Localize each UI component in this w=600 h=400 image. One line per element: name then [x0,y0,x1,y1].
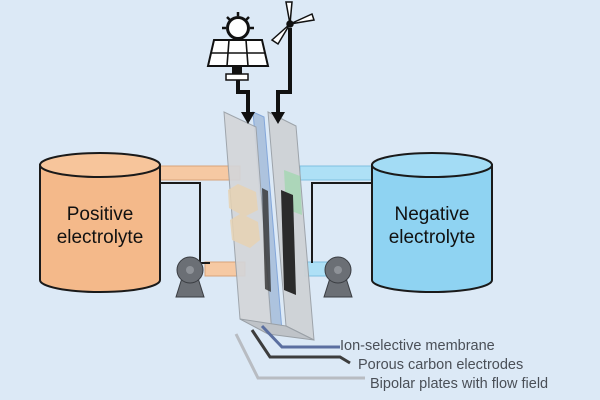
positive-tank-body [39,164,161,293]
plates-label: Bipolar plates with flow field [370,376,548,392]
membrane-leader [260,324,340,349]
positive-tank-label-line1: Positive [67,204,134,225]
solar-arrow-icon [241,112,255,124]
positive-tank-top [39,152,161,178]
circuit-lines [160,182,372,264]
negative-tank: Negative electrolyte [371,152,493,293]
electrodes-label: Porous carbon electrodes [358,357,523,373]
electrodes-leader [250,329,351,365]
solar-power-line [236,78,250,112]
porous-electrode-left [262,188,271,292]
sun-icon [222,12,254,40]
cell-stack [223,111,315,341]
negative-upper-pipe [299,165,379,181]
wind-turbine-icon [270,1,315,46]
negative-pump [323,256,353,298]
negative-circuit-line [311,182,372,263]
pump-hub [334,266,342,274]
negative-tank-body [371,164,493,293]
negative-tank-label-line2: electrolyte [389,227,476,248]
negative-tank-top [371,152,493,178]
positive-pump [175,256,205,298]
pump-hub [186,266,194,274]
solar-panel-icon [206,39,270,81]
positive-tank: Positive electrolyte [39,152,161,293]
plates-leader [234,333,365,380]
positive-tank-label-line2: electrolyte [57,227,144,248]
positive-circuit-line [160,182,210,264]
wind-power-line [276,28,292,112]
negative-tank-label-line1: Negative [395,204,470,225]
porous-electrode-right [281,190,296,295]
power-arrows [241,112,285,124]
power-lines [236,28,292,112]
membrane-label: Ion-selective membrane [340,338,495,354]
wind-arrow-icon [271,112,285,124]
stack-base [239,318,315,341]
callout-lines [234,324,365,380]
positive-flow-channel [228,184,260,248]
